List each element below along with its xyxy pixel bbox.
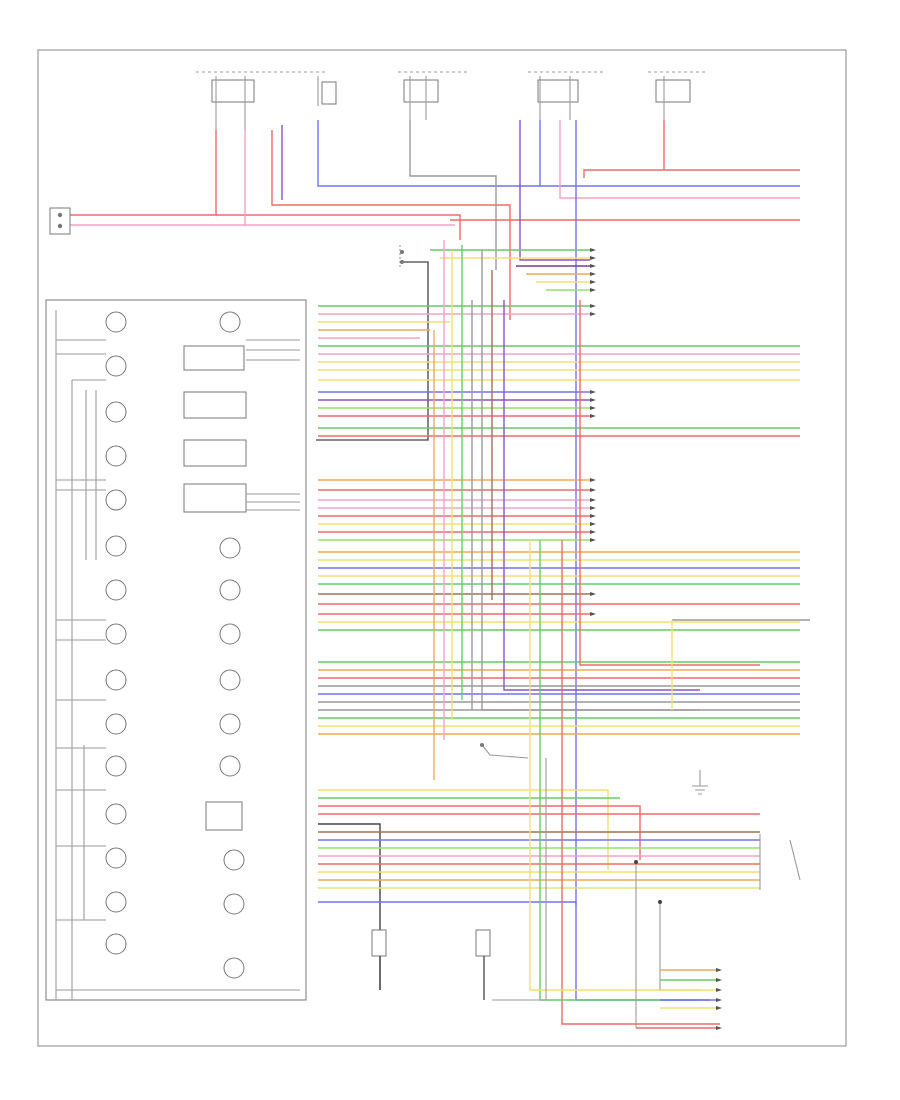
lower-right-connector: [634, 834, 801, 1029]
instrument-cluster: [45, 299, 307, 1001]
right-arrow-heads: [590, 248, 722, 1030]
center-vertical-drops: [433, 240, 810, 1025]
upper-right-connectors: [318, 249, 590, 315]
top-fuse-group-4: [648, 71, 706, 120]
center-bus-group-4: [318, 789, 760, 1001]
cluster-bus-ticks: [56, 339, 300, 991]
center-bus-group-2: [318, 479, 800, 631]
top-fuse-group-2: [398, 71, 468, 120]
center-switch: [316, 245, 429, 441]
top-fuse-group-3: [528, 71, 604, 120]
top-fuse-group-1: [196, 71, 337, 130]
left-connector-block: [49, 207, 71, 235]
top-trunk-wires: [70, 120, 800, 905]
ground-symbol: [692, 770, 708, 795]
center-bus-group-3: [318, 661, 800, 735]
cluster-right-components: [183, 311, 300, 979]
diagram-frame: [37, 49, 847, 1047]
cluster-left-lamps: [105, 311, 127, 955]
lower-center-sensors: [371, 743, 547, 1001]
center-bus-group-1: [318, 321, 800, 437]
